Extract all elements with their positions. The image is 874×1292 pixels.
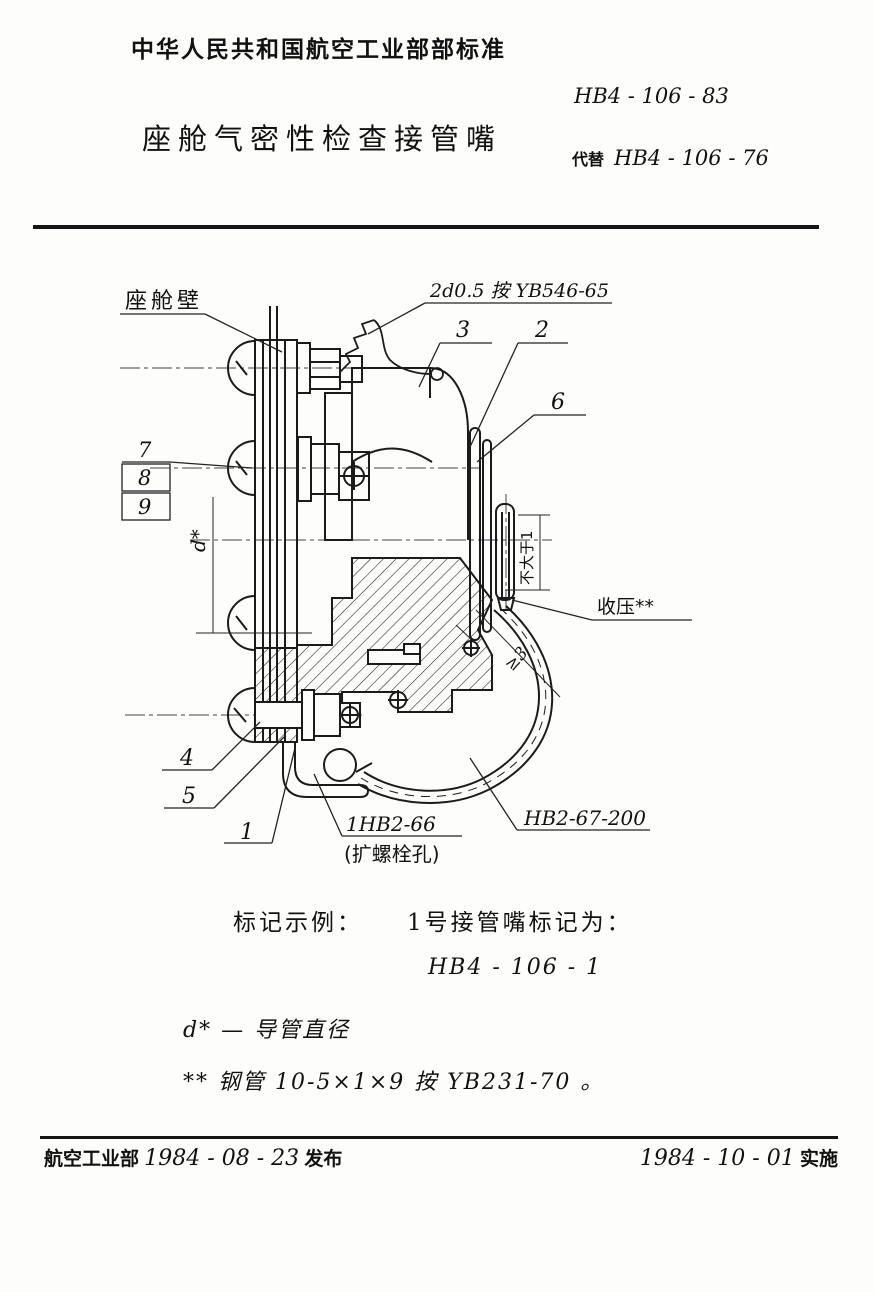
- item-9-label: 9: [138, 495, 151, 519]
- footer-issue-date: 1984 - 08 - 23: [144, 1146, 300, 1171]
- supersede-number: HB4 - 106 - 76: [614, 146, 769, 170]
- lanyard: [357, 605, 554, 804]
- item-7-label: 7: [138, 438, 152, 462]
- bolt-hole-ref-label: 1HB2-66: [346, 812, 436, 836]
- footer-issue: 航空工业部 1984 - 08 - 23 发布: [44, 1144, 342, 1171]
- footer: 航空工业部 1984 - 08 - 23 发布 1984 - 10 - 01 实…: [44, 1144, 838, 1171]
- connector-assembly: [227, 306, 554, 804]
- item-5-label: 5: [182, 784, 196, 809]
- marking-example-code: HB4 - 106 - 1: [428, 955, 603, 980]
- marking-example-label: 标记示例：: [233, 910, 363, 936]
- screw-heads: [227, 340, 256, 743]
- item-6-label: 6: [551, 390, 565, 415]
- dim-max1-label: 不大于1: [518, 530, 536, 585]
- footer-issue-label: 发布: [304, 1149, 343, 1170]
- item-2-label: 2: [534, 318, 549, 343]
- supersede-label: 代替: [572, 152, 605, 169]
- crimp-label: 收压**: [597, 596, 654, 618]
- item-4-label: 4: [179, 746, 194, 771]
- page-title: 座舱气密性检查接管嘴: [142, 122, 503, 156]
- footer-impl-label: 实施: [799, 1149, 838, 1170]
- item-1-label: 1: [240, 820, 254, 845]
- wire-spec-label: 2d0.5 按 YB546-65: [429, 280, 609, 302]
- note-duct-diameter: d* — 导管直径: [183, 1018, 351, 1043]
- leader-lines: [120, 302, 692, 844]
- dim-min3-label: ≥3: [501, 643, 533, 675]
- bottom-bolt: [254, 689, 361, 741]
- marking-example-text: 1号接管嘴标记为：: [407, 910, 633, 936]
- footer-divider: [40, 1136, 838, 1139]
- safety-wire: [339, 319, 444, 381]
- header-divider: [33, 225, 819, 229]
- page-header: 中华人民共和国航空工业部部标准: [131, 36, 506, 62]
- note-steel-tube: ** 钢管 10-5×1×9 按 YB231-70 。: [183, 1070, 605, 1095]
- footer-impl-date: 1984 - 10 - 01: [639, 1146, 795, 1171]
- bolt-hole-note-label: (扩螺栓孔): [344, 842, 440, 866]
- cabin-wall-label: 座舱壁: [125, 289, 203, 314]
- footer-issuer: 航空工业部: [44, 1149, 140, 1170]
- middle-bolt: [297, 436, 370, 502]
- footer-implementation: 1984 - 10 - 01 实施: [640, 1144, 838, 1171]
- marking-example-line: 标记示例： 1号接管嘴标记为：: [233, 903, 633, 937]
- cap-nut: [351, 367, 469, 540]
- standard-number: HB4 - 106 - 83: [574, 84, 729, 108]
- item-3-label: 3: [456, 318, 470, 343]
- dim-d-label: d*: [186, 529, 210, 552]
- dimensions: [196, 497, 561, 698]
- supersede-line: 代替 HB4 - 106 - 76: [572, 146, 769, 170]
- item-8-label: 8: [138, 466, 151, 490]
- nipple: [495, 503, 516, 611]
- lanyard-ref-label: HB2-67-200: [523, 806, 646, 830]
- bracket: [282, 742, 373, 798]
